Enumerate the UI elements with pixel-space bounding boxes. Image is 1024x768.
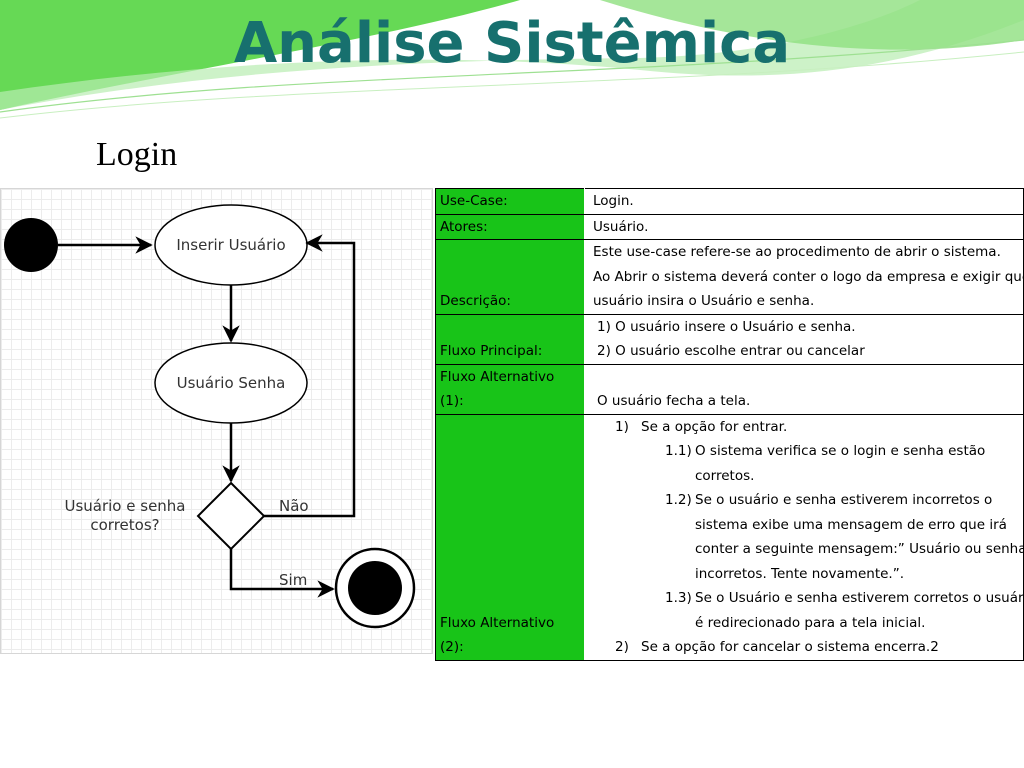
- value-use-case: Login.: [584, 188, 1024, 215]
- start-node: [4, 218, 58, 272]
- row-fluxo-alternativo-2: Fluxo Alternativo (2): 1)Se a opção for …: [435, 413, 1024, 661]
- end-node-inner: [348, 561, 402, 615]
- value-fluxo-principal: 1) O usuário insere o Usuário e senha. 2…: [584, 313, 1024, 365]
- key-fluxo-alternativo-2: Fluxo Alternativo (2):: [435, 413, 585, 661]
- key-use-case: Use-Case:: [435, 188, 585, 215]
- key-descricao: Descrição:: [435, 239, 585, 315]
- value-fluxo-alternativo-2: 1)Se a opção for entrar. 1.1)O sistema v…: [584, 413, 1024, 661]
- row-use-case: Use-Case: Login.: [435, 188, 1024, 215]
- value-atores: Usuário.: [584, 213, 1024, 240]
- edge-no-label: Não: [279, 497, 309, 515]
- activity-inserir-usuario-label: Inserir Usuário: [176, 236, 285, 254]
- row-fluxo-principal: Fluxo Principal: 1) O usuário insere o U…: [435, 313, 1024, 365]
- row-fluxo-alternativo-1: Fluxo Alternativo (1): O usuário fecha a…: [435, 363, 1024, 415]
- decision-node: [196, 481, 266, 551]
- value-fluxo-alternativo-1: O usuário fecha a tela.: [584, 363, 1024, 415]
- key-fluxo-alternativo-1: Fluxo Alternativo (1):: [435, 363, 585, 415]
- decision-label-line1: Usuário e senha: [64, 497, 185, 515]
- slide-subtitle: Login: [96, 136, 178, 173]
- edge-yes-label: Sim: [279, 571, 307, 589]
- edge-no-loop: [264, 234, 356, 518]
- activity-diagram: Inserir Usuário Usuário Senha Usuário e …: [0, 188, 433, 654]
- decision-label-line2: corretos?: [90, 516, 159, 534]
- key-atores: Atores:: [435, 213, 585, 240]
- slide-title: Análise Sistêmica: [233, 11, 791, 76]
- header-wave-decoration: [0, 0, 1024, 119]
- value-descricao: Este use-case refere-se ao procedimento …: [584, 239, 1024, 315]
- edge-yes: [229, 549, 335, 598]
- use-case-table: Use-Case: Login. Atores: Usuário. Descri…: [435, 188, 1024, 661]
- activity-usuario-senha-label: Usuário Senha: [177, 374, 286, 392]
- row-atores: Atores: Usuário.: [435, 213, 1024, 240]
- row-descricao: Descrição: Este use-case refere-se ao pr…: [435, 239, 1024, 315]
- key-fluxo-principal: Fluxo Principal:: [435, 313, 585, 365]
